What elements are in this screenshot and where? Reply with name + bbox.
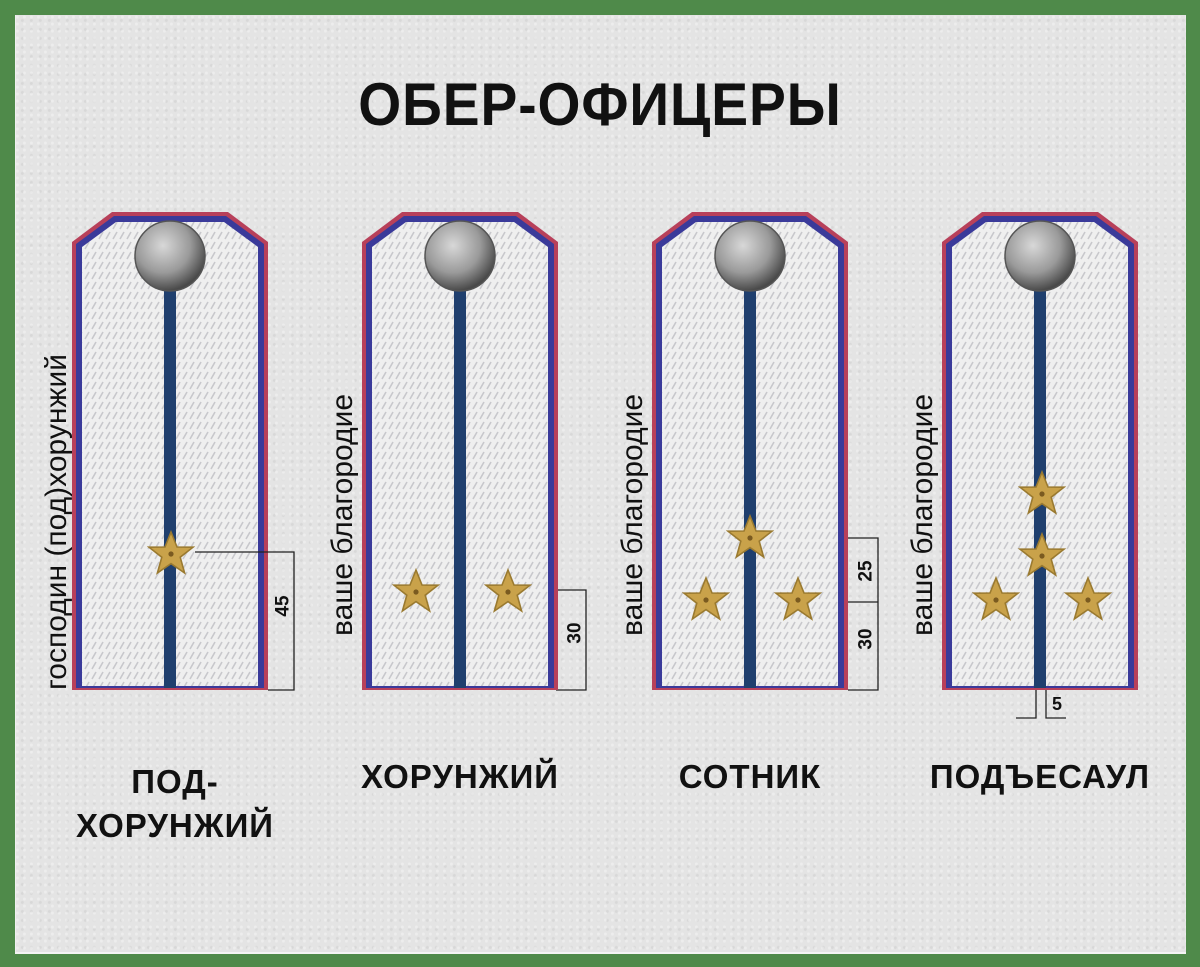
dimension-label: 30: [855, 628, 877, 650]
dimension-label: 25: [855, 560, 877, 582]
address-label: господин (под)хорунжий: [40, 353, 73, 690]
star-icon: [682, 576, 730, 624]
page-title: ОБЕР-ОФИЦЕРЫ: [358, 71, 842, 138]
epaulet-khorunzhiy: [360, 210, 560, 692]
star-icon: [1018, 470, 1066, 518]
star-icon: [484, 568, 532, 616]
star-icon: [1018, 532, 1066, 580]
rank-label: ПОД- ХОРУНЖИЙ: [75, 763, 275, 844]
rank-label: ХОРУНЖИЙ: [360, 758, 560, 795]
rank-label: СОТНИК: [678, 758, 822, 795]
address-label: ваше благородие: [326, 393, 359, 636]
star-icon: [392, 568, 440, 616]
star-icon: [972, 576, 1020, 624]
rank-label: ПОДЪЕСАУЛ: [929, 758, 1151, 795]
star-icon: [726, 514, 774, 562]
address-label: ваше благородие: [616, 393, 649, 636]
star-icon: [774, 576, 822, 624]
address-label: ваше благородие: [906, 393, 939, 636]
star-icon: [1064, 576, 1112, 624]
epaulet-sotnik: [650, 210, 850, 692]
dimension-label: 45: [272, 595, 294, 617]
dimension-label: 30: [564, 622, 586, 644]
dimension-label: 5: [1052, 694, 1063, 714]
epaulet-podyesaul: [940, 210, 1140, 692]
